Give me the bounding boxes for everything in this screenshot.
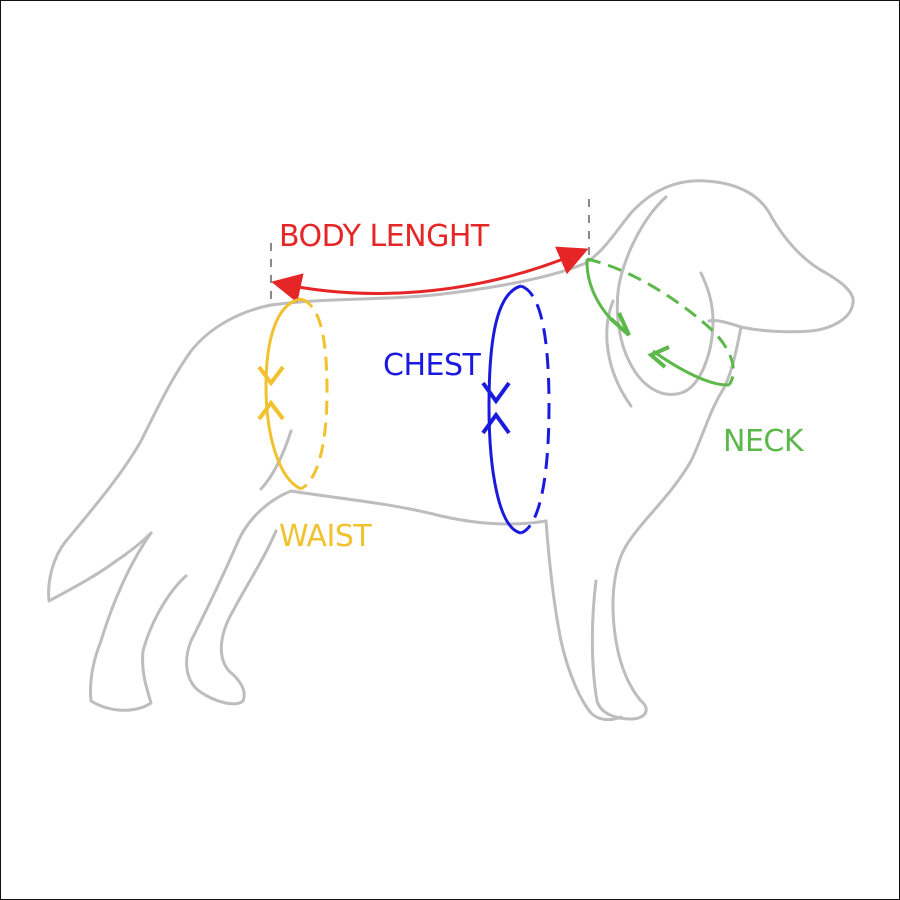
waist-arrow-down (257, 365, 285, 387)
neck-label: NECK (723, 424, 805, 459)
waist-measurement (257, 297, 329, 491)
dog-back-and-head-outline (269, 179, 855, 334)
dog-ear-outline (615, 195, 715, 396)
dog-rump-and-tail-outline (47, 303, 273, 603)
dog-front-leg-outline (544, 519, 623, 722)
neck-arrow-forward (609, 312, 631, 337)
body-length-arrow (271, 246, 589, 303)
neck-measurement (585, 257, 735, 387)
chest-solid-arc (487, 284, 522, 535)
chest-dashed-arc (520, 284, 551, 535)
chest-label: CHEST (383, 348, 482, 383)
waist-arrow-up (257, 399, 285, 421)
neck-arrow-back (647, 345, 670, 369)
dog-hind-leg-inner-outline (185, 489, 293, 706)
neck-dashed-arc (586, 257, 735, 386)
waist-dashed-arc (300, 297, 329, 491)
chest-arrow-up (481, 411, 511, 435)
dog-thigh-line (259, 429, 293, 491)
waist-solid-arc (264, 297, 302, 491)
dog-front-chest-outline (590, 325, 743, 721)
chest-arrow-down (481, 381, 511, 405)
waist-label: WAIST (279, 519, 372, 554)
body-length-label: BODY LENGHT (279, 219, 490, 254)
dog-outline (47, 179, 855, 722)
dog-belly-outline (289, 489, 548, 526)
dog-ear-inner-outline (605, 299, 633, 408)
dog-hind-leg-outline (89, 531, 188, 712)
chest-measurement (481, 284, 551, 535)
